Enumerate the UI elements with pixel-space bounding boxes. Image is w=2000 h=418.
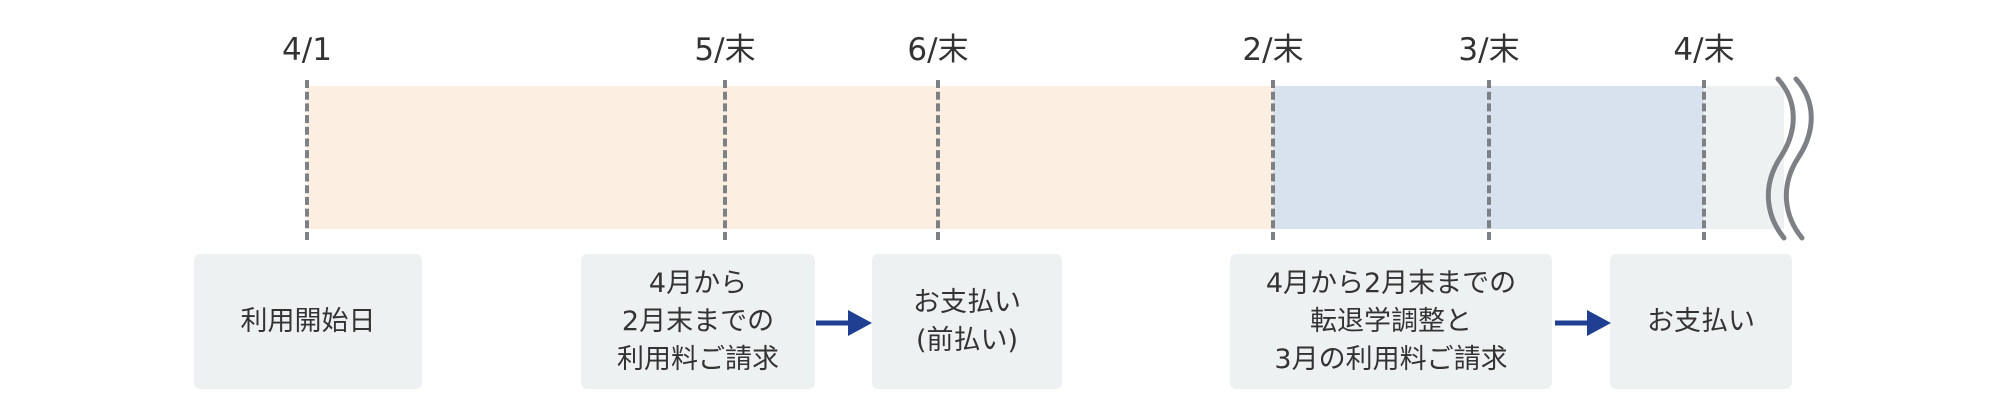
marker-jun-end — [936, 80, 940, 240]
arrow-right-icon — [816, 310, 872, 336]
tick-label-jun-end: 6/末 — [907, 32, 969, 68]
box-billing-2: 4月から2月末までの 転退学調整と 3月の利用料ご請求 — [1230, 254, 1552, 389]
box-billing-1: 4月から 2月末までの 利用料ご請求 — [581, 254, 815, 389]
wave-break-icon — [1765, 76, 1814, 241]
period-band-apr-feb — [307, 86, 1273, 229]
tick-label-apr-end: 4/末 — [1673, 32, 1735, 68]
box-payment-1: お支払い (前払い) — [872, 254, 1062, 389]
marker-mar-end — [1487, 80, 1491, 240]
marker-apr-end — [1702, 80, 1706, 240]
box-start-date: 利用開始日 — [194, 254, 422, 389]
tick-label-apr1: 4/1 — [282, 32, 332, 68]
box-payment-2: お支払い — [1610, 254, 1792, 389]
tick-label-mar-end: 3/末 — [1458, 32, 1520, 68]
marker-feb-end — [1271, 80, 1275, 240]
tick-label-may-end: 5/末 — [694, 32, 756, 68]
marker-apr1 — [305, 80, 309, 240]
arrow-right-icon — [1555, 310, 1611, 336]
marker-may-end — [723, 80, 727, 240]
tick-label-feb-end: 2/末 — [1242, 32, 1304, 68]
